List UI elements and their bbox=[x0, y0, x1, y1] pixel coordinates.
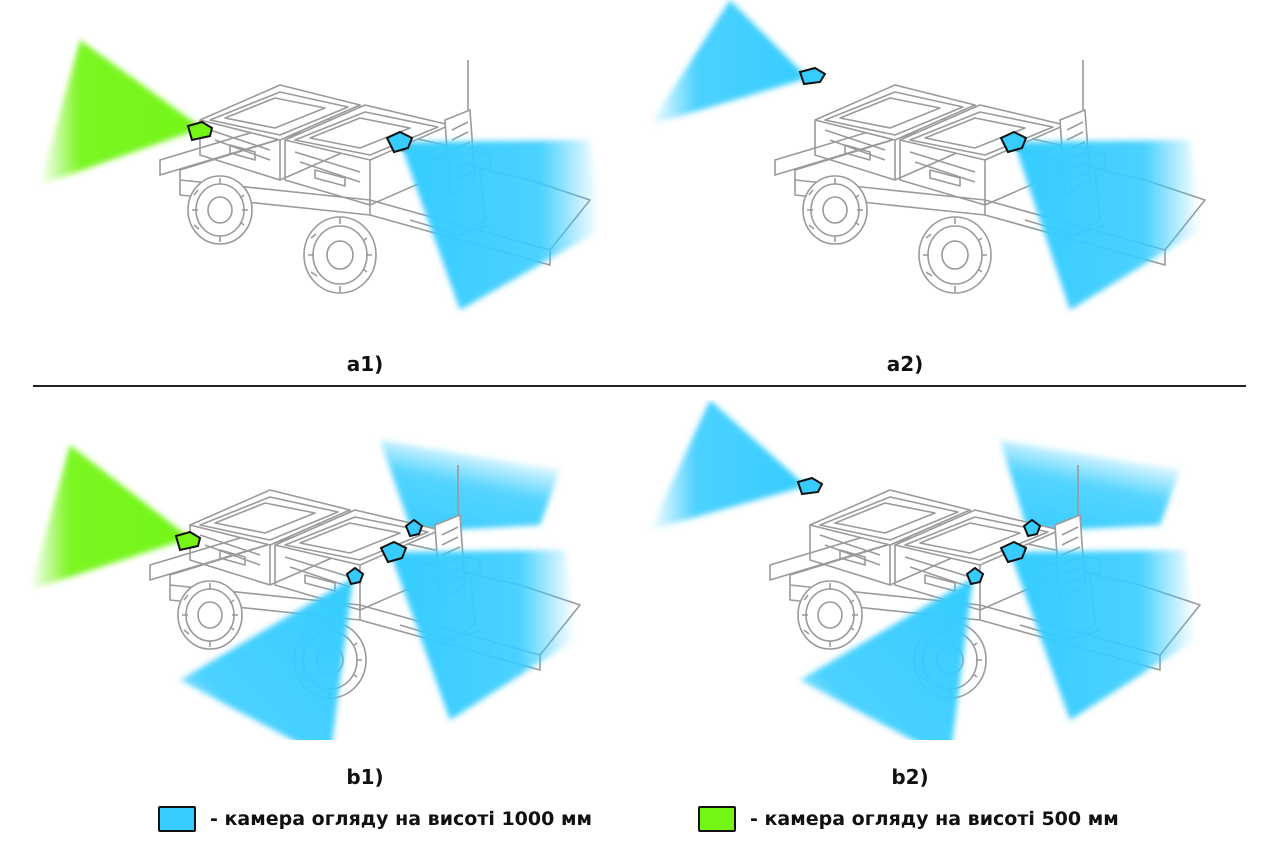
legend-item-500: - камера огляду на висоті 500 мм bbox=[698, 806, 1119, 832]
legend-text-500: - камера огляду на висоті 500 мм bbox=[750, 808, 1119, 830]
blue-camera-icon bbox=[345, 566, 365, 586]
camera-fov-blue-rear bbox=[390, 550, 575, 720]
camera-fov-blue-rear bbox=[400, 140, 600, 310]
blue-camera-icon bbox=[1022, 518, 1042, 538]
panel-label-a1: a1) bbox=[346, 352, 384, 376]
camera-fov-green-front bbox=[30, 445, 190, 590]
diagram-b2 bbox=[650, 400, 1201, 740]
legend-swatch-green bbox=[698, 806, 736, 832]
legend-text-1000: - камера огляду на висоті 1000 мм bbox=[210, 808, 593, 830]
camera-fov-blue-front-high bbox=[650, 0, 808, 125]
green-camera-icon bbox=[174, 530, 202, 552]
panel-a2: a2) bbox=[630, 0, 1230, 376]
camera-fov-blue-rear bbox=[1010, 550, 1195, 720]
diagram-b1 bbox=[30, 440, 581, 740]
camera-fov-blue-rear bbox=[1014, 140, 1200, 310]
camera-fov-green-front bbox=[40, 40, 202, 185]
green-camera-icon bbox=[186, 120, 214, 142]
panel-label-a2: a2) bbox=[886, 352, 924, 376]
panel-label-b2: b2) bbox=[891, 765, 929, 789]
camera-fov-blue-side bbox=[180, 578, 353, 740]
panel-b2: b2) bbox=[630, 400, 1230, 789]
blue-camera-icon bbox=[965, 566, 985, 586]
section-divider bbox=[33, 385, 1246, 387]
camera-fov-blue-rear-upper bbox=[380, 440, 560, 532]
blue-camera-icon bbox=[999, 540, 1028, 564]
legend-item-1000: - камера огляду на висоті 1000 мм bbox=[158, 806, 592, 832]
panel-a1: a1) bbox=[20, 10, 620, 376]
panel-b1: b1) bbox=[20, 400, 620, 789]
panel-label-b1: b1) bbox=[346, 765, 384, 789]
blue-camera-icon bbox=[999, 130, 1028, 154]
blue-camera-icon bbox=[798, 66, 827, 86]
diagram-a2 bbox=[650, 0, 1206, 310]
camera-fov-blue-front-high bbox=[650, 400, 806, 530]
legend-swatch-blue bbox=[158, 806, 196, 832]
camera-fov-blue-side bbox=[800, 578, 973, 740]
diagram-a1 bbox=[40, 40, 600, 310]
blue-camera-icon bbox=[385, 130, 414, 154]
blue-camera-icon bbox=[379, 540, 408, 564]
blue-camera-icon bbox=[404, 518, 424, 538]
camera-fov-blue-rear-upper bbox=[1000, 440, 1180, 532]
blue-camera-icon bbox=[796, 476, 824, 496]
